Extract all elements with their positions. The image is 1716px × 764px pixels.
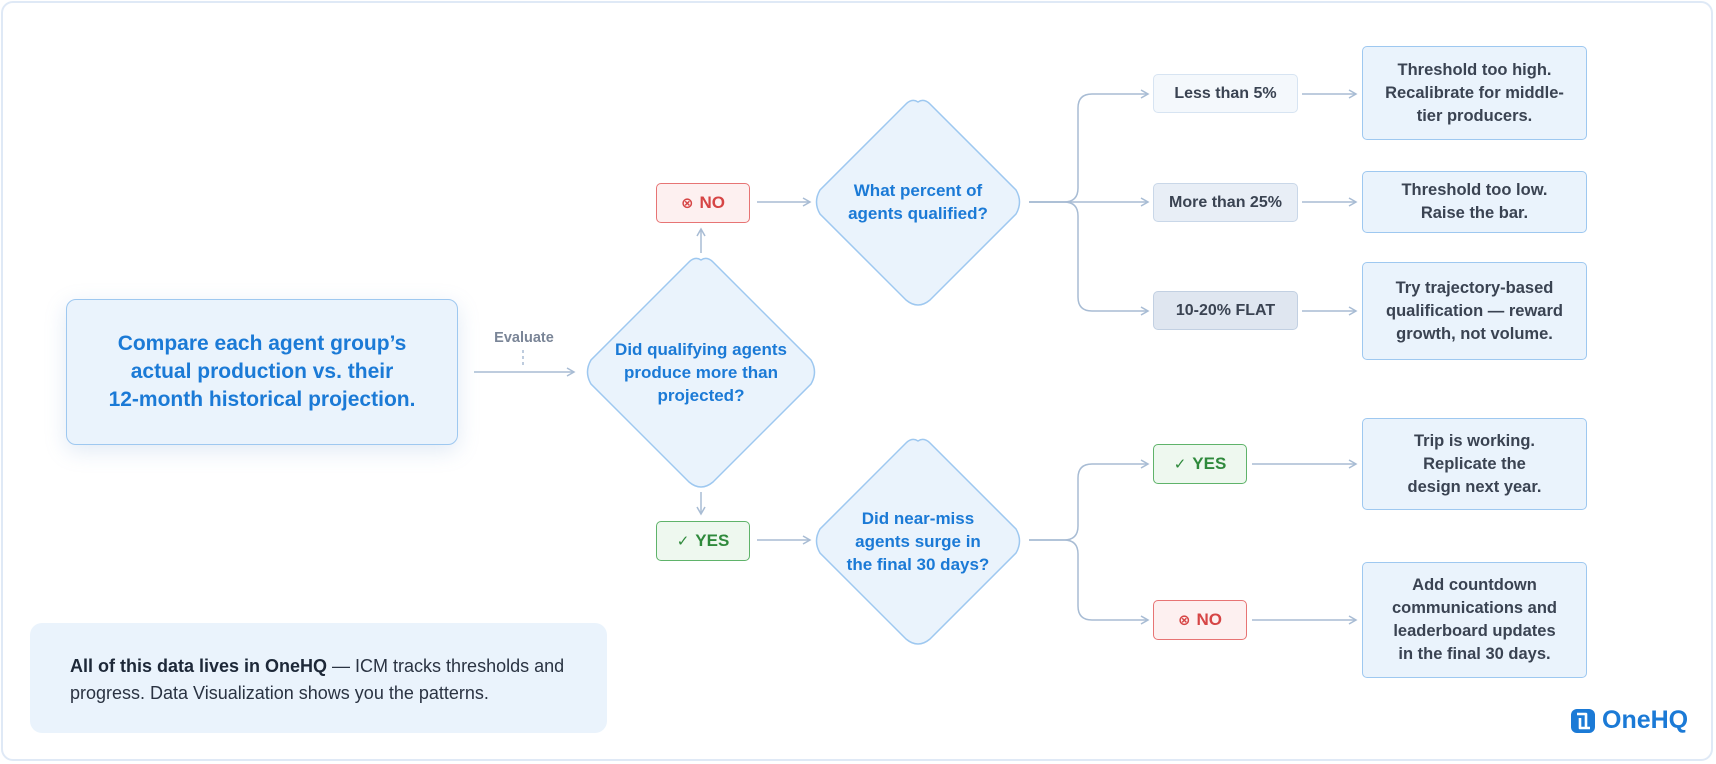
- footer-note-text: — ICM tracks thresholds and progress. Da…: [70, 656, 565, 703]
- option-more-than-25: More than 25%: [1153, 183, 1298, 222]
- outcome-trajectory-based: Try trajectory-based qualification — rew…: [1362, 262, 1587, 360]
- start-step-box: Compare each agent group’s actual produc…: [66, 299, 458, 445]
- outcome-threshold-too-low: Threshold too low. Raise the bar.: [1362, 171, 1587, 233]
- outcome-threshold-too-high: Threshold too high. Recalibrate for midd…: [1362, 46, 1587, 140]
- connector-surge-branch-yes: [1029, 459, 1150, 541]
- option-10-20-flat: 10-20% FLAT: [1153, 291, 1298, 330]
- surge-yes-tag: ✓ YES: [1153, 444, 1247, 484]
- connector-surge-branch-no: [1029, 539, 1150, 625]
- check-circle-icon: ✓: [1173, 455, 1187, 473]
- surge-decision-diamond: Did near-miss agents surge in the final …: [813, 437, 1023, 645]
- evaluate-label: Evaluate: [494, 330, 554, 346]
- connector-percent-branch-1: [1029, 89, 1150, 203]
- x-circle-icon: ⊗: [680, 194, 694, 212]
- x-circle-icon: ⊗: [1177, 611, 1191, 629]
- brand-name: OneHQ: [1602, 706, 1689, 734]
- percent-decision-text: What percent of agents qualified?: [848, 181, 988, 223]
- branch-yes-label: YES: [695, 531, 730, 550]
- outcome-trip-working: Trip is working. Replicate the design ne…: [1362, 418, 1587, 510]
- connector-percent-branch-3: [1029, 201, 1150, 316]
- outcome-add-countdown: Add countdown communications and leaderb…: [1362, 562, 1587, 678]
- surge-decision-text: Did near-miss agents surge in the final …: [846, 508, 990, 574]
- surge-no-label: NO: [1196, 610, 1223, 629]
- footer-note-bold: All of this data lives in OneHQ: [70, 656, 328, 676]
- branch-no-tag: ⊗ NO: [656, 183, 750, 223]
- onehq-logo-icon: [1571, 708, 1595, 733]
- check-circle-icon: ✓: [676, 532, 690, 550]
- surge-no-tag: ⊗ NO: [1153, 600, 1247, 640]
- main-decision-text: Did qualifying agents produce more than …: [615, 339, 787, 405]
- branch-no-label: NO: [699, 193, 726, 212]
- main-decision-diamond: Did qualifying agents produce more than …: [584, 256, 818, 488]
- option-less-than-5: Less than 5%: [1153, 74, 1298, 113]
- percent-decision-diamond: What percent of agents qualified?: [813, 98, 1023, 306]
- footer-note: All of this data lives in OneHQ — ICM tr…: [30, 623, 607, 733]
- branch-yes-tag: ✓ YES: [656, 521, 750, 561]
- onehq-logo: OneHQ: [1570, 706, 1688, 735]
- surge-yes-label: YES: [1192, 454, 1227, 473]
